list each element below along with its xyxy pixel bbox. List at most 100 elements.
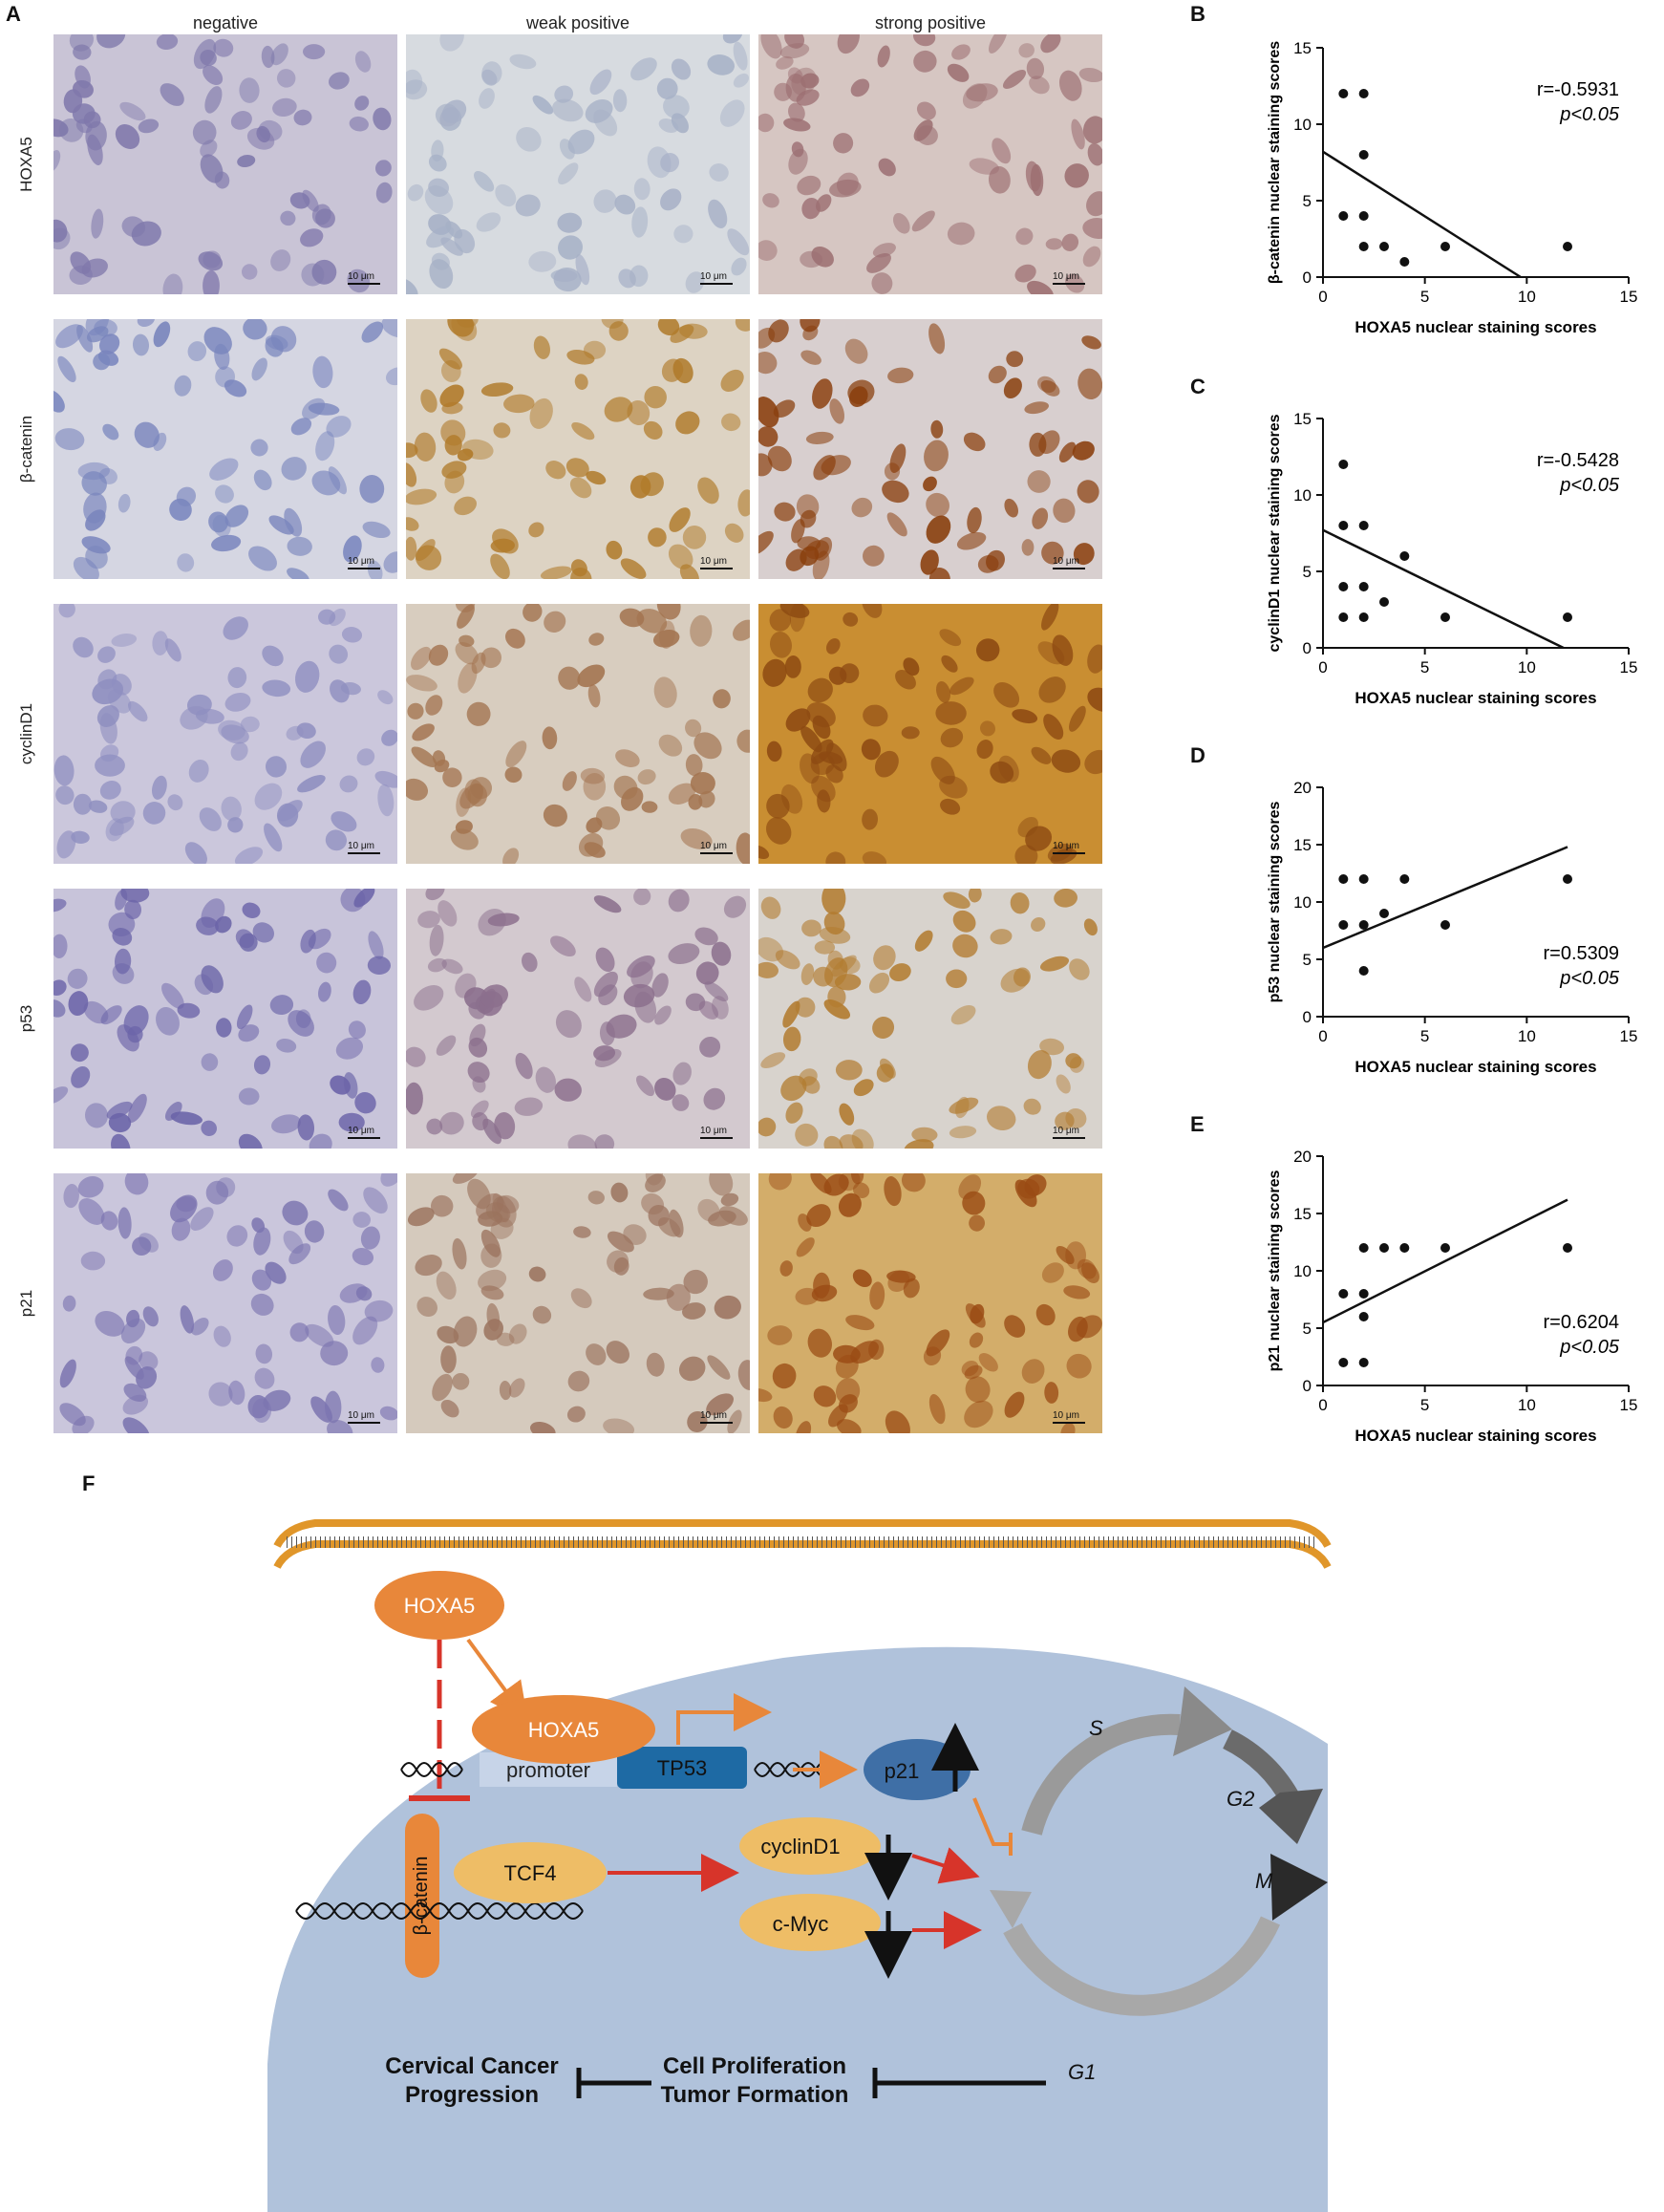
- data-point: [1358, 521, 1369, 530]
- y-tick-label: 20: [1293, 1148, 1312, 1166]
- y-tick-label: 10: [1293, 1262, 1312, 1280]
- cyclind1-label: cyclinD1: [760, 1835, 840, 1858]
- tp53-box: [617, 1747, 747, 1789]
- cervical-cancer-line2: Progression: [405, 2082, 539, 2108]
- data-point: [1563, 612, 1572, 622]
- data-point: [1358, 89, 1369, 98]
- pvalue-annotation: p<0.05: [1559, 968, 1620, 989]
- data-point: [1440, 612, 1450, 622]
- scale-bar: 10 μm: [348, 841, 380, 854]
- panel-label-c: C: [1190, 375, 1205, 398]
- data-point: [1358, 920, 1369, 930]
- x-tick-label: 5: [1420, 658, 1429, 676]
- scale-bar: 10 μm: [1053, 1126, 1085, 1139]
- regression-line: [1322, 150, 1522, 279]
- data-point: [1358, 1358, 1369, 1367]
- x-tick-label: 15: [1620, 288, 1638, 306]
- data-point: [1338, 89, 1349, 98]
- x-tick-label: 10: [1518, 288, 1536, 306]
- scale-bar: 10 μm: [1053, 556, 1085, 569]
- y-tick-label: 5: [1303, 1320, 1312, 1338]
- x-tick-label: 0: [1318, 1027, 1327, 1045]
- data-point: [1440, 920, 1450, 930]
- phase-g1-label: G1: [1068, 2060, 1096, 2084]
- data-point: [1358, 874, 1369, 884]
- column-header-strong-positive: strong positive: [874, 13, 987, 32]
- micrograph-p53-weak-positive: 10 μm: [406, 889, 750, 1149]
- scale-bar: 10 μm: [1053, 841, 1085, 854]
- data-point: [1399, 1243, 1410, 1253]
- data-point: [1563, 1243, 1572, 1253]
- data-point: [1399, 257, 1410, 267]
- cervical-cancer-line1: Cervical Cancer: [385, 2053, 558, 2079]
- y-axis-label: p21 nuclear staining scores: [1267, 1170, 1283, 1372]
- x-tick-label: 15: [1620, 1027, 1638, 1045]
- x-tick-label: 10: [1518, 658, 1536, 676]
- micrograph-p53-strong-positive: 10 μm: [758, 889, 1102, 1149]
- data-point: [1358, 966, 1369, 976]
- data-point: [1358, 150, 1369, 160]
- micrograph-hoxa5-strong-positive: 10 μm: [758, 34, 1102, 294]
- row-label-beta-catenin: β-catenin: [17, 415, 35, 483]
- tcf4-label: TCF4: [504, 1861, 557, 1885]
- row-label-p21: p21: [17, 1289, 35, 1318]
- data-point: [1338, 1289, 1349, 1299]
- x-tick-label: 5: [1420, 288, 1429, 306]
- y-tick-label: 15: [1293, 39, 1312, 57]
- data-point: [1379, 597, 1389, 607]
- micrograph-hoxa5-negative: 10 μm: [53, 34, 397, 294]
- micrograph-catenin-strong-positive: 10 μm: [758, 319, 1102, 579]
- data-point: [1379, 1243, 1389, 1253]
- p21-label: p21: [885, 1759, 920, 1783]
- data-point: [1358, 211, 1369, 221]
- y-tick-label: 10: [1293, 116, 1312, 134]
- hoxa5-nuclear-label: HOXA5: [528, 1718, 600, 1742]
- scale-bar: 10 μm: [1053, 271, 1085, 285]
- correlation-annotation: r=0.6204: [1543, 1312, 1619, 1333]
- micrograph-p21-negative: 10 μm: [53, 1173, 397, 1433]
- data-point: [1379, 242, 1389, 251]
- x-axis-label: HOXA5 nuclear staining scores: [1355, 1058, 1596, 1076]
- scale-bar: 10 μm: [700, 556, 733, 569]
- x-tick-label: 0: [1318, 658, 1327, 676]
- cmyc-label: c-Myc: [773, 1912, 829, 1936]
- pvalue-annotation: p<0.05: [1559, 1337, 1620, 1358]
- panel-label-a: A: [6, 2, 21, 26]
- micrograph-cyclind1-weak-positive: 10 μm: [406, 604, 750, 864]
- x-axis-label: HOXA5 nuclear staining scores: [1355, 318, 1596, 336]
- column-header-weak-positive: weak positive: [525, 13, 630, 32]
- regression-line: [1322, 846, 1568, 950]
- data-point: [1563, 242, 1572, 251]
- scale-bar: 10 μm: [700, 841, 733, 854]
- scale-bar: 10 μm: [348, 1126, 380, 1139]
- tcf4-node: [454, 1842, 607, 1903]
- data-point: [1358, 582, 1369, 591]
- y-tick-label: 15: [1293, 410, 1312, 428]
- tp53-label: TP53: [657, 1756, 708, 1780]
- cell-cycle: S G2 M G1: [990, 1686, 1328, 2084]
- beta-catenin-label: β-catenin: [411, 1857, 432, 1936]
- scale-bar: 10 μm: [348, 556, 380, 569]
- panel-label-d: D: [1190, 743, 1205, 767]
- data-point: [1440, 242, 1450, 251]
- panel-label-e: E: [1190, 1112, 1205, 1136]
- y-tick-label: 5: [1303, 951, 1312, 969]
- cyclind1-node: [739, 1817, 881, 1875]
- hoxa5-nuclear-node: [472, 1695, 655, 1764]
- row-label-p53: p53: [17, 1004, 35, 1033]
- x-tick-label: 5: [1420, 1027, 1429, 1045]
- y-tick-label: 20: [1293, 779, 1312, 797]
- x-tick-label: 10: [1518, 1396, 1536, 1414]
- data-point: [1563, 874, 1572, 884]
- y-axis-label: p53 nuclear staining scores: [1267, 802, 1283, 1003]
- x-axis-label: HOXA5 nuclear staining scores: [1355, 689, 1596, 707]
- x-tick-label: 15: [1620, 1396, 1638, 1414]
- data-point: [1338, 612, 1349, 622]
- y-axis-label: β-catenin nuclear staining scores: [1267, 41, 1283, 284]
- y-tick-label: 10: [1293, 893, 1312, 912]
- micrograph-cyclind1-negative: 10 μm: [53, 604, 397, 864]
- cmyc-node: [739, 1894, 881, 1951]
- micrograph-p53-negative: 10 μm: [53, 889, 397, 1149]
